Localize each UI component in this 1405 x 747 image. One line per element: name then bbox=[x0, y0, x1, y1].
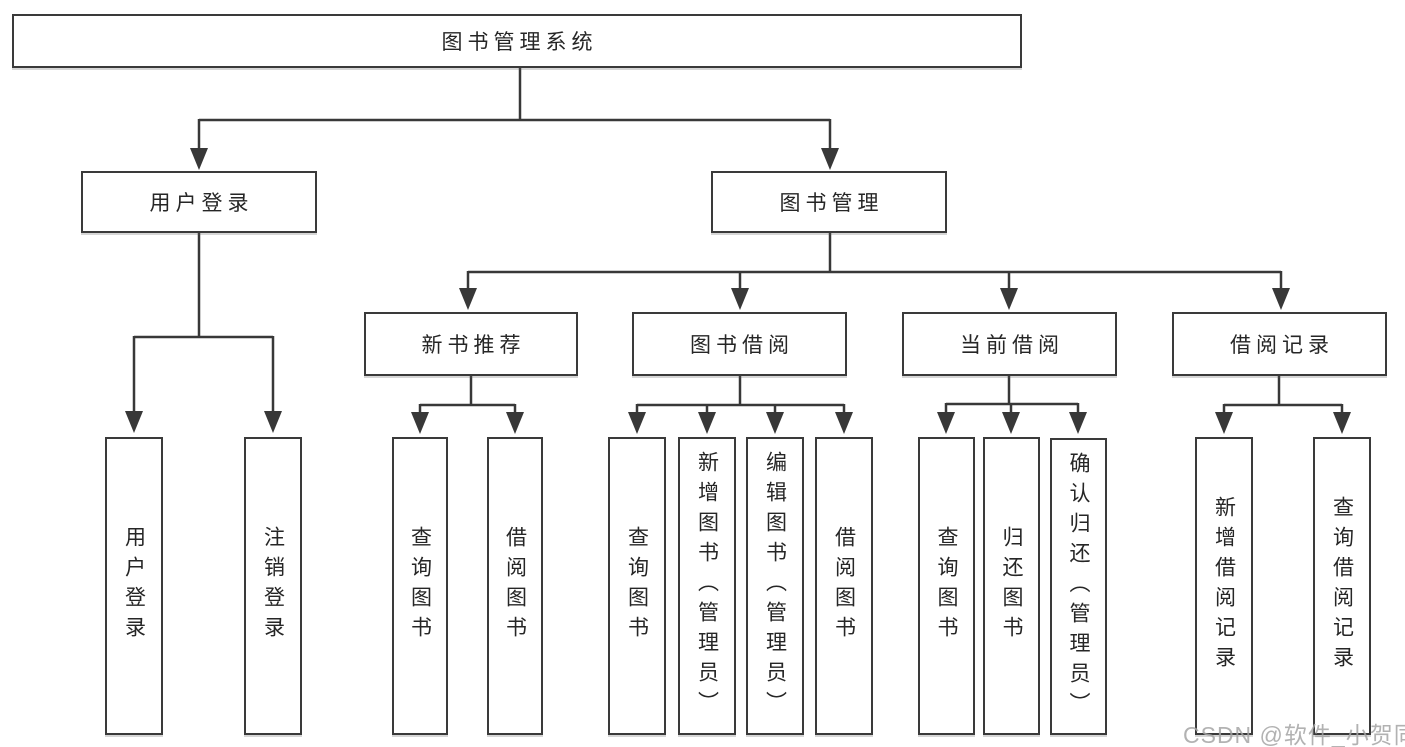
leaf-borrow-query-books: 查询图书 bbox=[608, 437, 666, 735]
leaf-user-login: 用户登录 bbox=[105, 437, 163, 735]
leaf-query-borrow-record: 查询借阅记录 bbox=[1313, 437, 1371, 735]
node-new-book-recommend-label: 新书推荐 bbox=[421, 334, 526, 357]
node-book-borrow-label: 图书借阅 bbox=[690, 334, 794, 357]
node-new-book-recommend: 新书推荐 bbox=[364, 312, 578, 376]
node-user-login-label: 用户登录 bbox=[149, 192, 254, 215]
leaf-query-borrow-record-label: 查询借阅记录 bbox=[1330, 496, 1354, 676]
leaf-add-books-admin-label: 新增图书（管理员） bbox=[695, 451, 719, 721]
node-borrow-records-label: 借阅记录 bbox=[1230, 334, 1334, 357]
leaf-borrow-query-books-label: 查询图书 bbox=[625, 526, 649, 646]
leaf-add-borrow-record-label: 新增借阅记录 bbox=[1212, 496, 1236, 676]
leaf-current-query-books: 查询图书 bbox=[918, 437, 975, 735]
node-root-system: 图书管理系统 bbox=[12, 14, 1022, 68]
node-user-login: 用户登录 bbox=[81, 171, 317, 233]
leaf-edit-books-admin-label: 编辑图书（管理员） bbox=[763, 451, 787, 721]
leaf-recommend-query-books-label: 查询图书 bbox=[408, 526, 432, 646]
arrowhead-icons bbox=[125, 148, 1351, 434]
leaf-edit-books-admin: 编辑图书（管理员） bbox=[746, 437, 804, 735]
leaf-recommend-borrow-books-label: 借阅图书 bbox=[503, 526, 527, 646]
node-borrow-records: 借阅记录 bbox=[1172, 312, 1387, 376]
node-current-borrow: 当前借阅 bbox=[902, 312, 1117, 376]
node-book-management-label: 图书管理 bbox=[779, 192, 884, 215]
leaf-confirm-return-admin-label: 确认归还（管理员） bbox=[1067, 451, 1090, 722]
node-book-management: 图书管理 bbox=[711, 171, 947, 233]
node-root-system-label: 图书管理系统 bbox=[441, 31, 598, 54]
leaf-return-books-label: 归还图书 bbox=[1000, 526, 1023, 646]
leaf-current-query-books-label: 查询图书 bbox=[935, 526, 958, 646]
leaf-confirm-return-admin: 确认归还（管理员） bbox=[1050, 438, 1107, 735]
csdn-watermark: CSDN @软件_小贺同学 bbox=[1183, 722, 1405, 747]
leaf-return-books: 归还图书 bbox=[983, 437, 1040, 735]
leaf-borrow-books-label: 借阅图书 bbox=[832, 526, 856, 646]
node-book-borrow: 图书借阅 bbox=[632, 312, 847, 376]
leaf-logout-label: 注销登录 bbox=[261, 526, 285, 646]
leaf-borrow-books: 借阅图书 bbox=[815, 437, 873, 735]
leaf-add-borrow-record: 新增借阅记录 bbox=[1195, 437, 1253, 735]
leaf-user-login-label: 用户登录 bbox=[122, 526, 146, 646]
leaf-recommend-borrow-books: 借阅图书 bbox=[487, 437, 543, 735]
leaf-logout: 注销登录 bbox=[244, 437, 302, 735]
leaf-add-books-admin: 新增图书（管理员） bbox=[678, 437, 736, 735]
leaf-recommend-query-books: 查询图书 bbox=[392, 437, 448, 735]
node-current-borrow-label: 当前借阅 bbox=[960, 334, 1064, 357]
